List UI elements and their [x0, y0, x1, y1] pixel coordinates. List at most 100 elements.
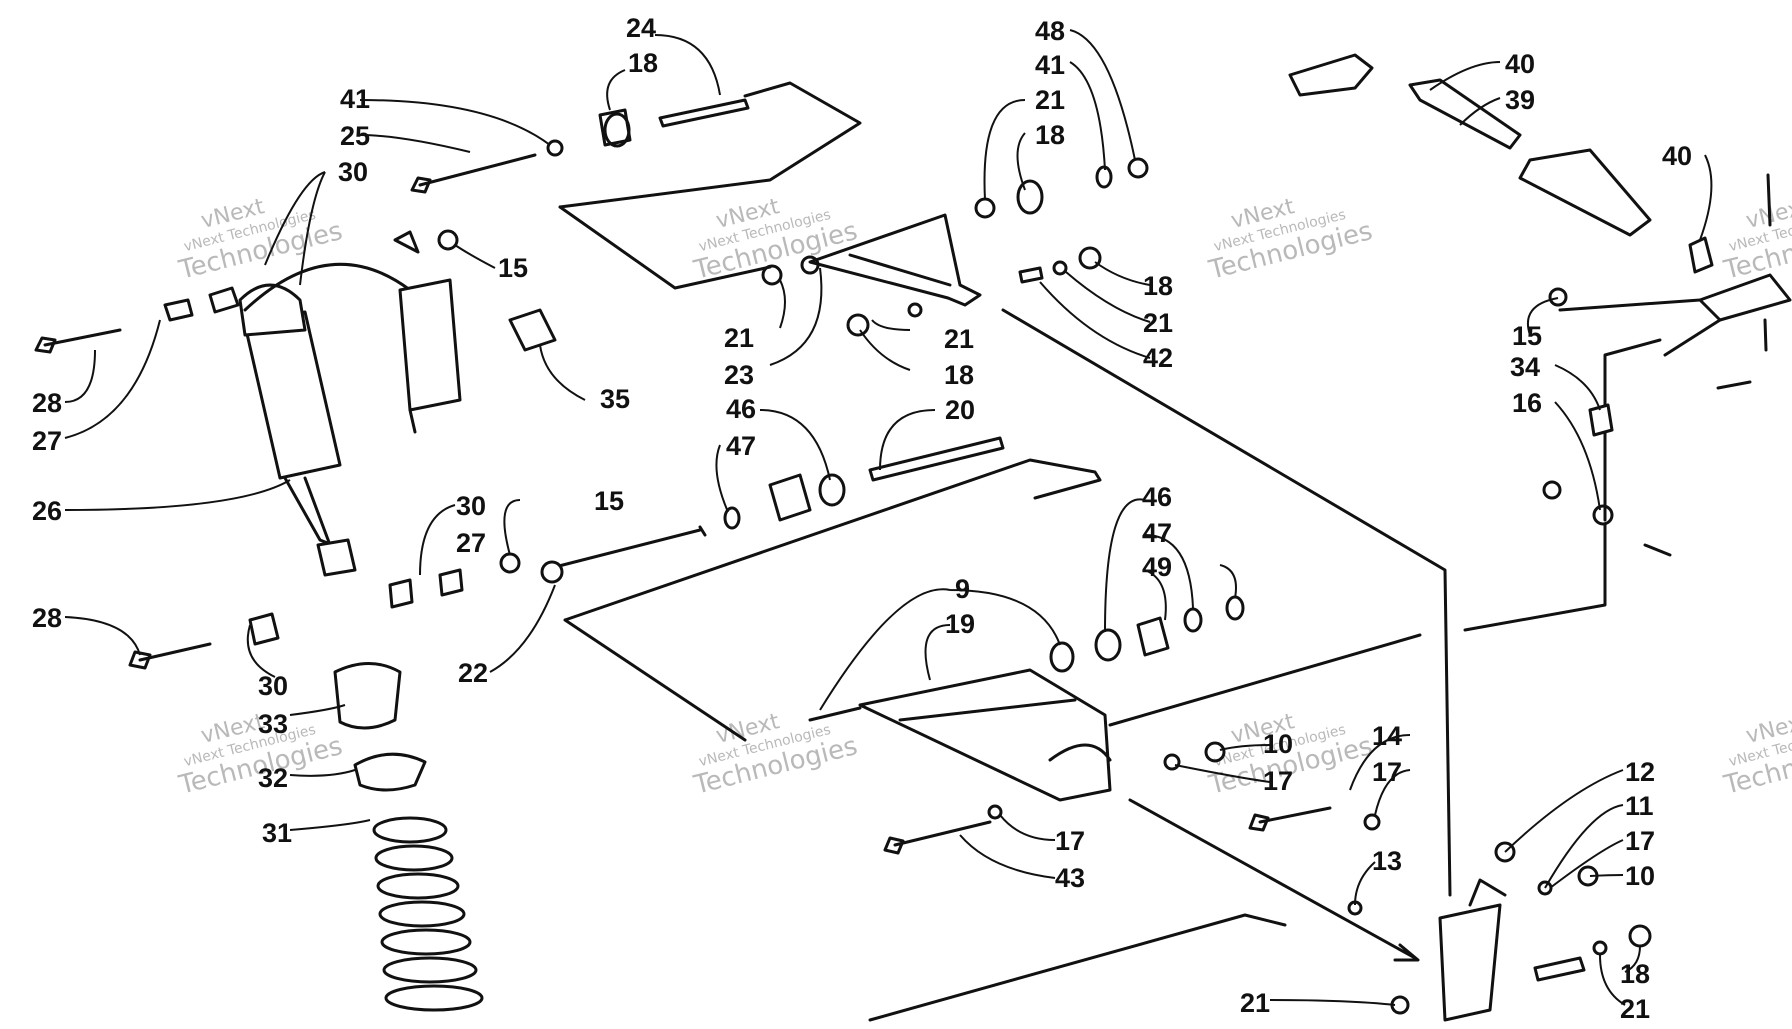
reservoir-stem	[408, 408, 417, 434]
washer-21	[974, 197, 996, 219]
bushing-30-upper	[208, 286, 240, 314]
shaft-22-head	[540, 560, 564, 584]
callout-40: 40	[1662, 141, 1692, 171]
spacer-27-upper	[163, 298, 194, 322]
callout-17: 17	[1055, 826, 1085, 856]
upper-mount-plate	[558, 81, 862, 290]
bolt-14	[1248, 806, 1332, 832]
ball-joint-34	[1588, 403, 1614, 437]
callout-49: 49	[1142, 552, 1172, 582]
shock-top-eye	[238, 283, 307, 337]
washer-21c	[1052, 260, 1068, 276]
watermark: vNext vNext Technologies Technologies	[1720, 194, 1792, 286]
reservoir-line	[243, 262, 412, 312]
upper-a-arm	[808, 213, 982, 307]
nut-15-mid	[499, 552, 521, 574]
callout-24: 24	[626, 13, 656, 43]
callout-30: 30	[258, 671, 288, 701]
washer-17b	[1363, 813, 1381, 831]
callout-19: 19	[945, 609, 975, 639]
callout-12: 12	[1625, 757, 1655, 787]
clamp-35	[508, 308, 557, 352]
callout-10: 10	[1625, 861, 1655, 891]
callout-21: 21	[1240, 988, 1270, 1018]
bolt-43	[883, 820, 992, 855]
washer-41	[546, 139, 564, 157]
nut-15-right	[1548, 287, 1568, 307]
bushing-18b	[1016, 179, 1044, 215]
callout-46: 46	[1142, 482, 1172, 512]
callout-32: 32	[258, 763, 288, 793]
bolt-25	[410, 153, 537, 194]
bolt-28-upper	[34, 328, 122, 354]
spring-adjuster-32	[353, 752, 427, 792]
coil-spring-31	[372, 816, 484, 1012]
nut-49	[1225, 595, 1245, 621]
callout-28: 28	[32, 388, 62, 418]
leader-lines	[64, 29, 1713, 1006]
washer-21d	[907, 302, 923, 318]
callout-42: 42	[1143, 343, 1173, 373]
callout-21: 21	[1620, 994, 1650, 1024]
bushing-46	[818, 473, 846, 507]
shaft-22	[543, 525, 707, 582]
bushing-30-lower	[248, 612, 280, 646]
nut-48	[1127, 157, 1149, 179]
parts-artwork	[34, 53, 1792, 1022]
callout-14: 14	[1372, 721, 1402, 751]
callout-48: 48	[1035, 16, 1065, 46]
spacer-27-mid	[438, 568, 464, 597]
callout-21: 21	[1143, 308, 1173, 338]
bushing-46b	[1094, 628, 1122, 662]
bracket-47	[1136, 616, 1170, 657]
callout-34: 34	[1510, 352, 1540, 382]
watermark: vNext vNext Technologies Technologies	[1720, 709, 1792, 801]
callout-20: 20	[945, 395, 975, 425]
callout-18: 18	[1035, 120, 1065, 150]
callout-33: 33	[258, 709, 288, 739]
callout-11: 11	[1625, 791, 1654, 821]
bushing-18	[603, 112, 631, 148]
callouts: 24 18 48 41 21 18 40 39 40 41 25 30 15 3…	[32, 13, 1692, 1024]
bolt-vertical	[1763, 173, 1772, 352]
callout-23: 23	[724, 360, 754, 390]
callout-18: 18	[628, 48, 658, 78]
washer-21e	[1592, 940, 1608, 956]
callout-43: 43	[1055, 863, 1085, 893]
shock-rod	[303, 476, 332, 547]
callout-21: 21	[724, 323, 754, 353]
bolt-right	[1643, 380, 1752, 557]
nut-18d	[846, 313, 870, 337]
ball-joint-16	[1592, 504, 1614, 526]
callout-18: 18	[1143, 271, 1173, 301]
bracket-30	[393, 230, 420, 254]
callout-30: 30	[338, 157, 368, 187]
lower-mount-plate	[563, 458, 1102, 742]
callout-21: 21	[944, 324, 974, 354]
callout-22: 22	[458, 658, 488, 688]
callout-31: 31	[262, 818, 292, 848]
callout-17: 17	[1263, 766, 1293, 796]
watermark: vNext vNext Technologies Technologies	[690, 194, 860, 286]
watermark: vNext vNext Technologies Technologies	[175, 194, 345, 286]
callout-41: 41	[340, 84, 370, 114]
callout-27: 27	[32, 426, 62, 456]
nut-18e	[1628, 924, 1652, 948]
bolt-28-lower	[128, 642, 212, 670]
callout-17: 17	[1625, 826, 1655, 856]
bottom-plate	[868, 913, 1287, 1022]
callout-13: 13	[1372, 846, 1402, 876]
callout-40: 40	[1505, 49, 1535, 79]
spindle	[1438, 878, 1507, 1022]
reservoir	[398, 278, 462, 412]
drag-link	[1001, 308, 1607, 897]
watermark: vNext vNext Technologies Technologies	[175, 709, 345, 801]
tie-rod-39	[1408, 78, 1522, 150]
callout-15: 15	[594, 486, 624, 516]
washer-49	[1183, 607, 1203, 633]
bushing-30-mid	[388, 578, 414, 609]
bushing-23	[800, 255, 820, 275]
callout-30: 30	[456, 491, 486, 521]
nut-12	[1494, 841, 1516, 863]
